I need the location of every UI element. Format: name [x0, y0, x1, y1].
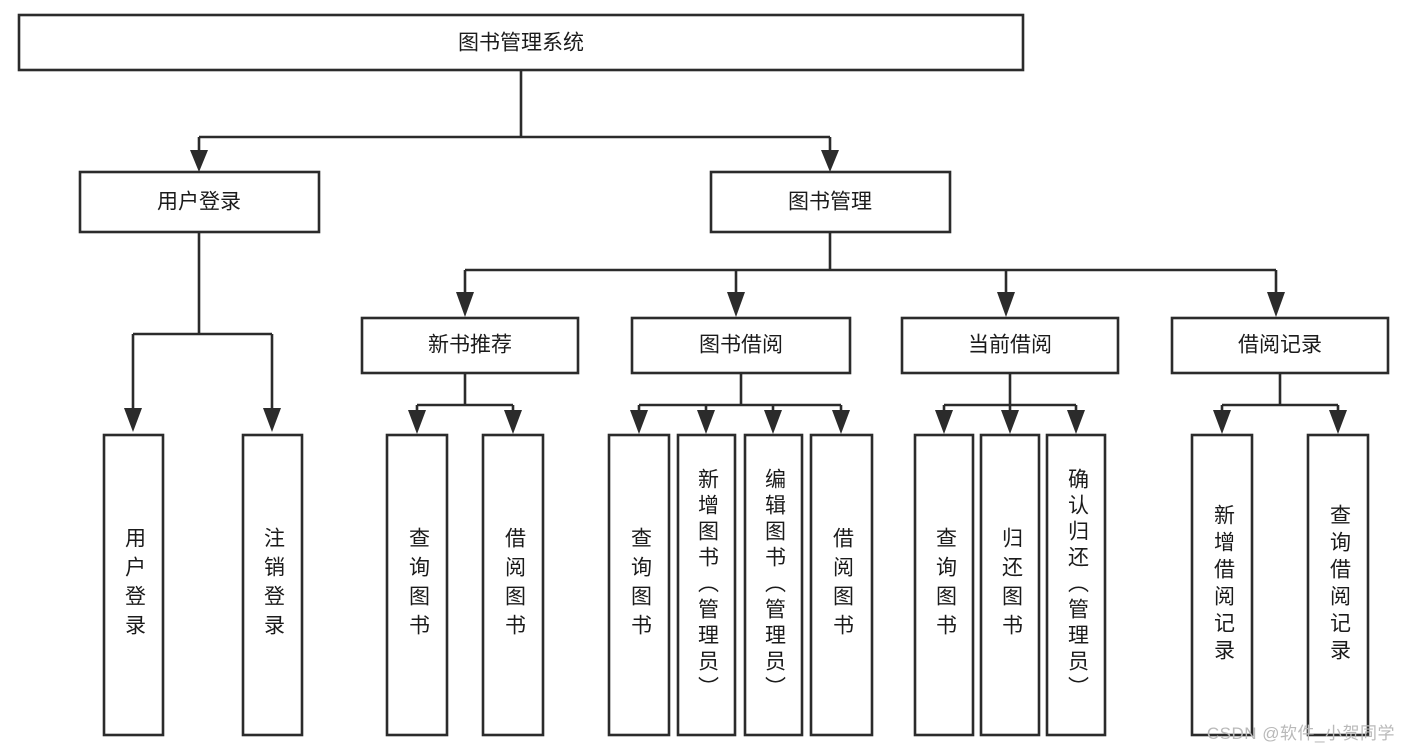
node-book-borrow-box[interactable]	[630, 316, 852, 375]
arrow-head-leaf-add-record	[1213, 410, 1231, 434]
node-leaf-add-book[interactable]: 新增图书（管理员）	[676, 433, 737, 737]
node-leaf-return-book-box[interactable]	[979, 433, 1041, 737]
node-leaf-query-book-2[interactable]: 查询图书	[607, 433, 671, 737]
node-user-login-box[interactable]	[78, 170, 321, 234]
node-leaf-query-book-1[interactable]: 查询图书	[385, 433, 449, 737]
node-book-manage-label: 图书管理	[788, 191, 872, 214]
node-leaf-query-book-3-box[interactable]	[913, 433, 975, 737]
node-root[interactable]: 图书管理系统	[17, 13, 1025, 72]
node-book-manage[interactable]: 图书管理	[709, 170, 952, 234]
node-new-book-rec[interactable]: 新书推荐	[360, 316, 580, 375]
node-leaf-query-book-3-label: 查询图书	[933, 527, 957, 643]
node-user-login-label: 用户登录	[157, 191, 241, 214]
node-book-borrow-label: 图书借阅	[699, 334, 783, 357]
arrow-head-userlogin	[190, 150, 208, 172]
arrow-head-leaf-edit-book	[764, 410, 782, 434]
node-leaf-borrow-book-2-box[interactable]	[809, 433, 874, 737]
node-leaf-confirm-return-box[interactable]	[1045, 433, 1107, 737]
node-borrow-record-label: 借阅记录	[1238, 334, 1322, 357]
node-root-label: 图书管理系统	[458, 32, 584, 55]
node-leaf-query-record-label: 查询借阅记录	[1327, 504, 1351, 666]
node-new-book-rec-label: 新书推荐	[428, 334, 512, 357]
node-user-login[interactable]: 用户登录	[78, 170, 321, 234]
node-leaf-add-record-box[interactable]	[1190, 433, 1254, 737]
node-book-manage-box[interactable]	[709, 170, 952, 234]
node-leaf-query-book-3[interactable]: 查询图书	[913, 433, 975, 737]
node-leaf-edit-book[interactable]: 编辑图书（管理员）	[743, 433, 804, 737]
node-leaf-query-book-2-box[interactable]	[607, 433, 671, 737]
arrow-head-leaf-query-record	[1329, 410, 1347, 434]
arrow-head-borrow-record	[1267, 292, 1285, 317]
node-borrow-record[interactable]: 借阅记录	[1170, 316, 1390, 375]
node-leaf-borrow-book-2[interactable]: 借阅图书	[809, 433, 874, 737]
arrow-head-bookmanage	[821, 150, 839, 172]
node-leaf-edit-book-label: 编辑图书（管理员）	[762, 468, 786, 702]
arrow-head-leaf-user-logout	[263, 408, 281, 432]
node-leaf-user-login[interactable]: 用户登录	[102, 433, 165, 737]
node-leaf-borrow-book-2-label: 借阅图书	[830, 527, 854, 643]
arrow-head-leaf-add-book	[697, 410, 715, 434]
node-leaf-edit-book-box[interactable]	[743, 433, 804, 737]
node-book-borrow[interactable]: 图书借阅	[630, 316, 852, 375]
node-leaf-user-login-box[interactable]	[102, 433, 165, 737]
node-leaf-borrow-book-1-box[interactable]	[481, 433, 545, 737]
node-leaf-query-record[interactable]: 查询借阅记录	[1306, 433, 1370, 737]
node-current-borrow[interactable]: 当前借阅	[900, 316, 1120, 375]
arrow-head-leaf-query-book-2	[630, 410, 648, 434]
csdn-watermark: CSDN @软件_小贺同学	[1206, 724, 1395, 743]
arrow-head-leaf-query-book-1	[408, 410, 426, 434]
node-leaf-borrow-book-1[interactable]: 借阅图书	[481, 433, 545, 737]
arrow-head-leaf-query-book-3	[935, 410, 953, 434]
arrow-head-leaf-user-login	[124, 408, 142, 432]
arrow-head-new-book-rec	[456, 292, 474, 317]
node-leaf-user-login-label: 用户登录	[122, 527, 146, 643]
node-leaf-return-book[interactable]: 归还图书	[979, 433, 1041, 737]
node-leaf-query-book-2-label: 查询图书	[628, 527, 652, 643]
node-leaf-user-logout[interactable]: 注销登录	[241, 433, 304, 737]
arrow-head-current-borrow	[997, 292, 1015, 317]
node-leaf-confirm-return-label: 确认归还（管理员）	[1065, 468, 1089, 702]
node-leaf-add-record-label: 新增借阅记录	[1211, 504, 1235, 666]
node-leaf-query-record-box[interactable]	[1306, 433, 1370, 737]
node-leaf-query-book-1-label: 查询图书	[406, 527, 430, 643]
node-current-borrow-label: 当前借阅	[968, 334, 1052, 357]
node-borrow-record-box[interactable]	[1170, 316, 1390, 375]
node-leaf-add-book-box[interactable]	[676, 433, 737, 737]
node-current-borrow-box[interactable]	[900, 316, 1120, 375]
arrow-head-leaf-borrow-book-2	[832, 410, 850, 434]
arrow-head-book-borrow	[727, 292, 745, 317]
connector-layer	[124, 70, 1347, 434]
node-root-box[interactable]	[17, 13, 1025, 72]
arrow-head-leaf-confirm-return	[1067, 410, 1085, 434]
node-leaf-add-record[interactable]: 新增借阅记录	[1190, 433, 1254, 737]
node-leaf-add-book-label: 新增图书（管理员）	[695, 468, 719, 702]
node-leaf-user-logout-box[interactable]	[241, 433, 304, 737]
arrow-head-leaf-return-book	[1001, 410, 1019, 434]
arrow-head-leaf-borrow-book-1	[504, 410, 522, 434]
node-leaf-borrow-book-1-label: 借阅图书	[502, 527, 526, 643]
node-new-book-rec-box[interactable]	[360, 316, 580, 375]
node-leaf-confirm-return[interactable]: 确认归还（管理员）	[1045, 433, 1107, 737]
node-leaf-query-book-1-box[interactable]	[385, 433, 449, 737]
node-leaf-return-book-label: 归还图书	[999, 527, 1023, 643]
node-leaf-user-logout-label: 注销登录	[261, 527, 285, 643]
